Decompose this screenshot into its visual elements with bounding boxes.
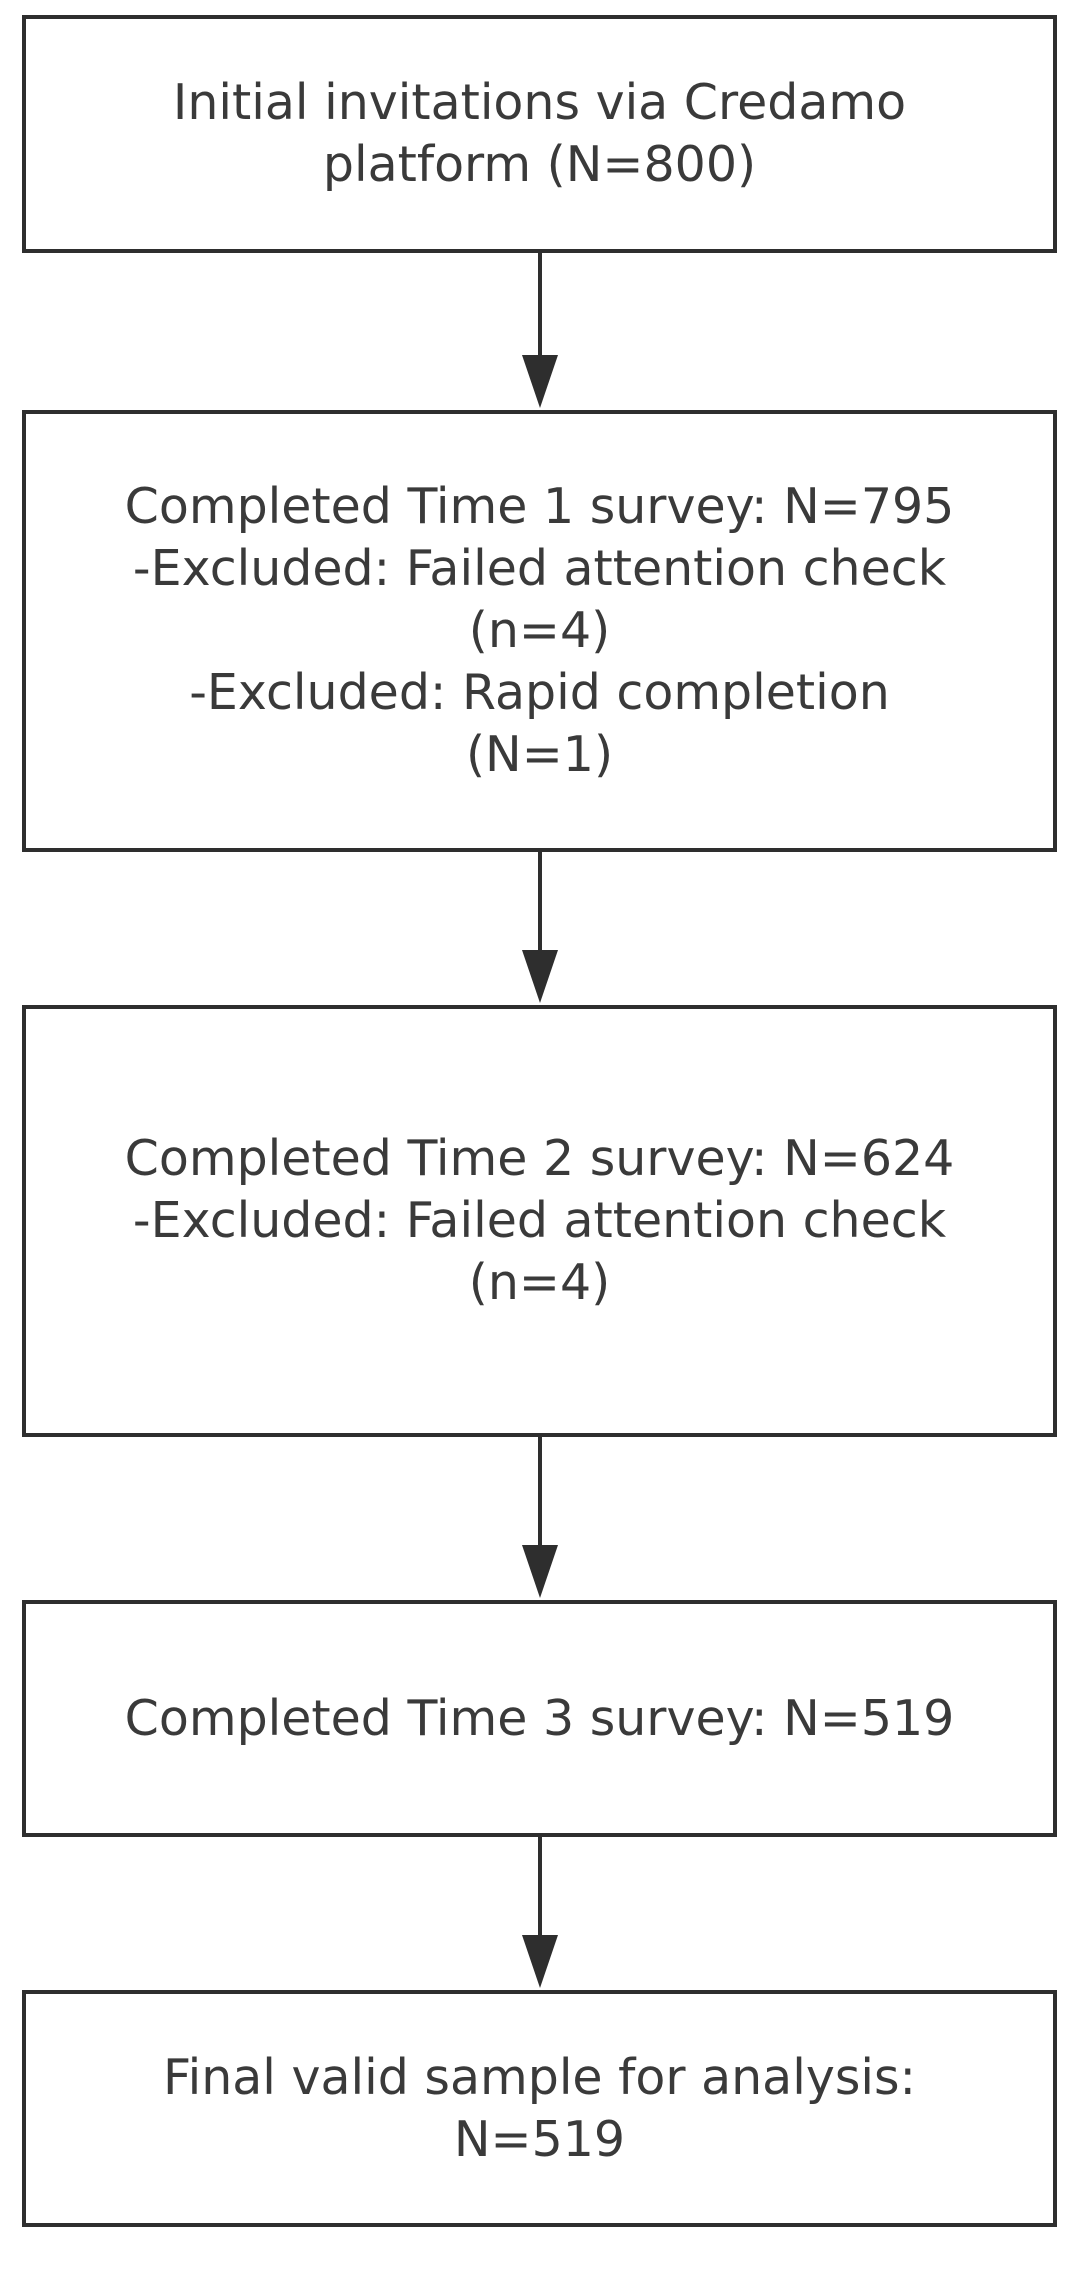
node-initial-invitations: Initial invitations via Credamo platform…: [22, 15, 1057, 253]
node-final-line-1: Final valid sample for analysis:: [162, 2048, 917, 2106]
node-time1-line-3: (n=4): [468, 602, 611, 659]
node-time2-survey: Completed Time 2 survey: N=624 -Excluded…: [22, 1005, 1057, 1437]
node-time2-line-3: (n=4): [468, 1254, 611, 1311]
node-time1-line-5: (N=1): [465, 726, 614, 783]
node-initial-line-1: Initial invitations via Credamo: [172, 74, 907, 131]
node-time2-line-2: -Excluded: Failed attention check: [132, 1192, 947, 1249]
node-final-line-2: N=519: [453, 2110, 626, 2168]
node-time3-line-1: Completed Time 3 survey: N=519: [124, 1689, 955, 1747]
node-time2-line-1: Completed Time 2 survey: N=624: [124, 1130, 955, 1187]
arrowhead-initial-to-time1: [522, 355, 558, 408]
node-time3-survey: Completed Time 3 survey: N=519: [22, 1600, 1057, 1837]
node-time1-line-4: -Excluded: Rapid completion: [189, 664, 890, 721]
arrowhead-time3-to-final: [522, 1935, 558, 1988]
node-time1-line-2: -Excluded: Failed attention check: [132, 540, 947, 597]
node-final-sample: Final valid sample for analysis: N=519: [22, 1990, 1057, 2227]
node-initial-line-2: platform (N=800): [322, 136, 757, 193]
node-time1-line-1: Completed Time 1 survey: N=795: [124, 478, 955, 535]
arrowhead-time2-to-time3: [522, 1545, 558, 1598]
node-time1-survey: Completed Time 1 survey: N=795 -Excluded…: [22, 410, 1057, 852]
arrowhead-time1-to-time2: [522, 950, 558, 1003]
